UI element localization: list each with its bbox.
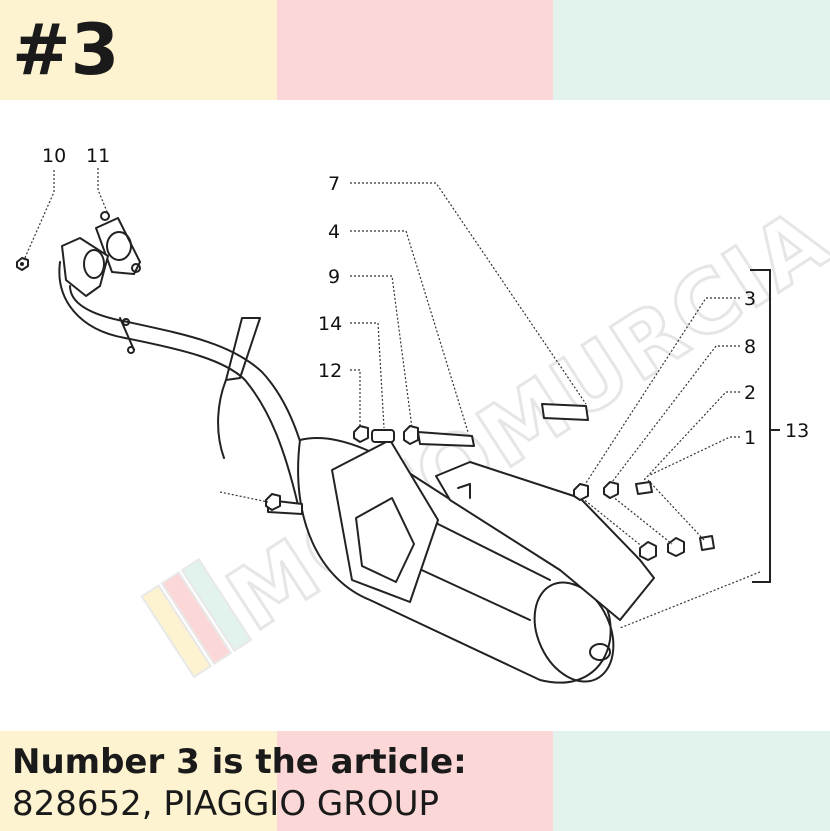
article-caption-heading: Number 3 is the article: <box>12 742 467 782</box>
part-14-spacer <box>371 429 395 443</box>
callout-2: 2 <box>744 382 756 404</box>
part-4-bolt <box>417 431 475 447</box>
part-number-title: #3 <box>12 9 120 91</box>
leader-lines <box>23 168 761 629</box>
part-2-bolt <box>635 481 653 495</box>
footer-band <box>0 731 830 831</box>
callout-14: 14 <box>318 313 342 335</box>
callout-13: 13 <box>785 420 809 442</box>
band-pink <box>276 0 554 100</box>
callout-8: 8 <box>744 336 756 358</box>
part-1-bolt <box>699 535 715 551</box>
callout-12: 12 <box>318 360 342 382</box>
band-pink <box>276 731 554 831</box>
callout-7: 7 <box>328 173 340 195</box>
muffler <box>297 437 655 684</box>
band-mint <box>553 0 830 100</box>
callout-11: 11 <box>86 145 110 167</box>
watermark-stripe-pink <box>160 571 233 666</box>
exhaust-pipe <box>58 237 316 506</box>
part-7-bolt <box>541 403 589 421</box>
part-9-washer <box>403 425 419 445</box>
band-mint <box>553 731 830 831</box>
part-11-gasket <box>95 211 141 275</box>
callout-10: 10 <box>42 145 66 167</box>
band-yellow <box>0 0 277 100</box>
callout-3: 3 <box>744 288 756 310</box>
part-3-nut <box>573 483 589 501</box>
bracket-13 <box>750 269 771 583</box>
callout-9: 9 <box>328 266 340 288</box>
part-8-washer <box>603 481 619 499</box>
watermark-stripe-mint <box>180 557 253 653</box>
watermark-stripe-yellow <box>140 584 213 679</box>
part-12-nut <box>353 425 369 443</box>
band-yellow <box>0 731 277 831</box>
callout-4: 4 <box>328 221 340 243</box>
header-band <box>0 0 830 100</box>
article-caption-code: 828652, PIAGGIO GROUP <box>12 784 440 824</box>
callout-1: 1 <box>744 427 756 449</box>
part-10-nut <box>16 257 29 271</box>
